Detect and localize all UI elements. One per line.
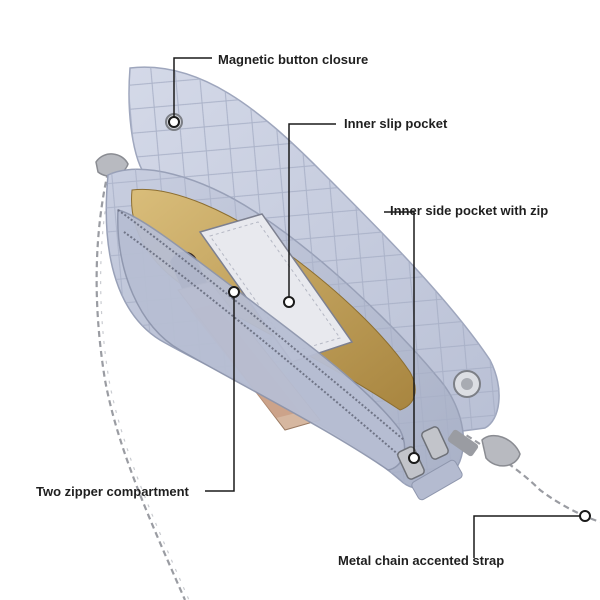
callout-chain-strap: Metal chain accented strap — [338, 553, 505, 568]
callout-inner-slip-pocket: Inner slip pocket — [344, 116, 448, 131]
callout-inner-side-pocket: Inner side pocket with zip — [390, 203, 549, 218]
callout-dots — [168, 116, 591, 522]
chain-hook-right — [481, 434, 521, 467]
chain-strap-left — [95, 171, 190, 600]
callout-magnetic-closure: Magnetic button closure — [218, 52, 369, 67]
callout-zipper-compartment: Two zipper compartment — [36, 484, 189, 499]
chain-strap-right — [457, 429, 600, 524]
callout-lines — [173, 57, 585, 558]
magnetic-snap-bottom — [453, 370, 481, 398]
